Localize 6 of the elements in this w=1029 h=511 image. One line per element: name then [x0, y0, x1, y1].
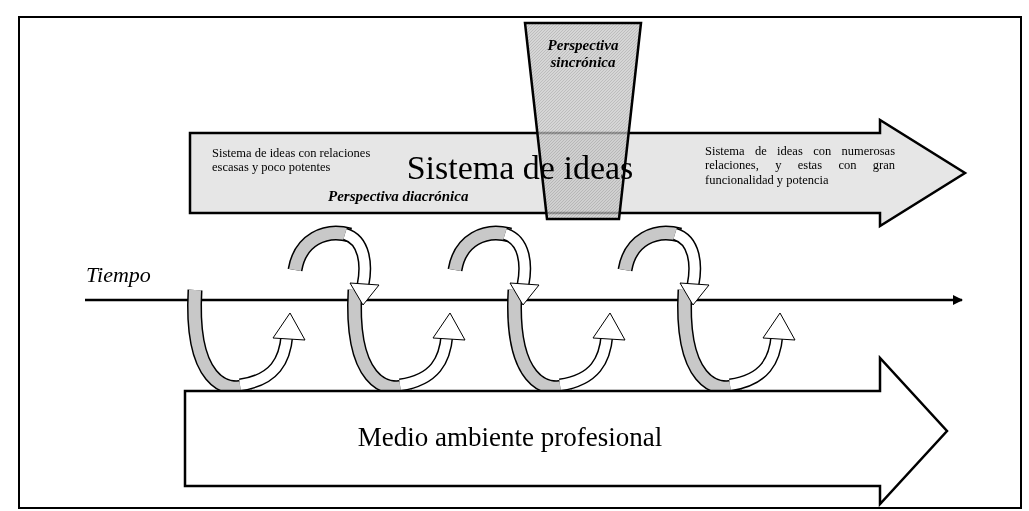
label-text: Perspectiva diacrónica: [328, 188, 469, 206]
node-text: Sistema de ideas con relaciones escasas y poco potentes: [212, 146, 372, 175]
node-text: Perspectiva sincrónica: [546, 37, 620, 72]
label-text: Tiempo: [86, 262, 151, 288]
node-text: Sistema de ideas con numerosas relaciones, y estas con gran funcionalidad y potencia: [705, 144, 895, 188]
title-text: Medio ambiente profesional: [356, 422, 664, 454]
